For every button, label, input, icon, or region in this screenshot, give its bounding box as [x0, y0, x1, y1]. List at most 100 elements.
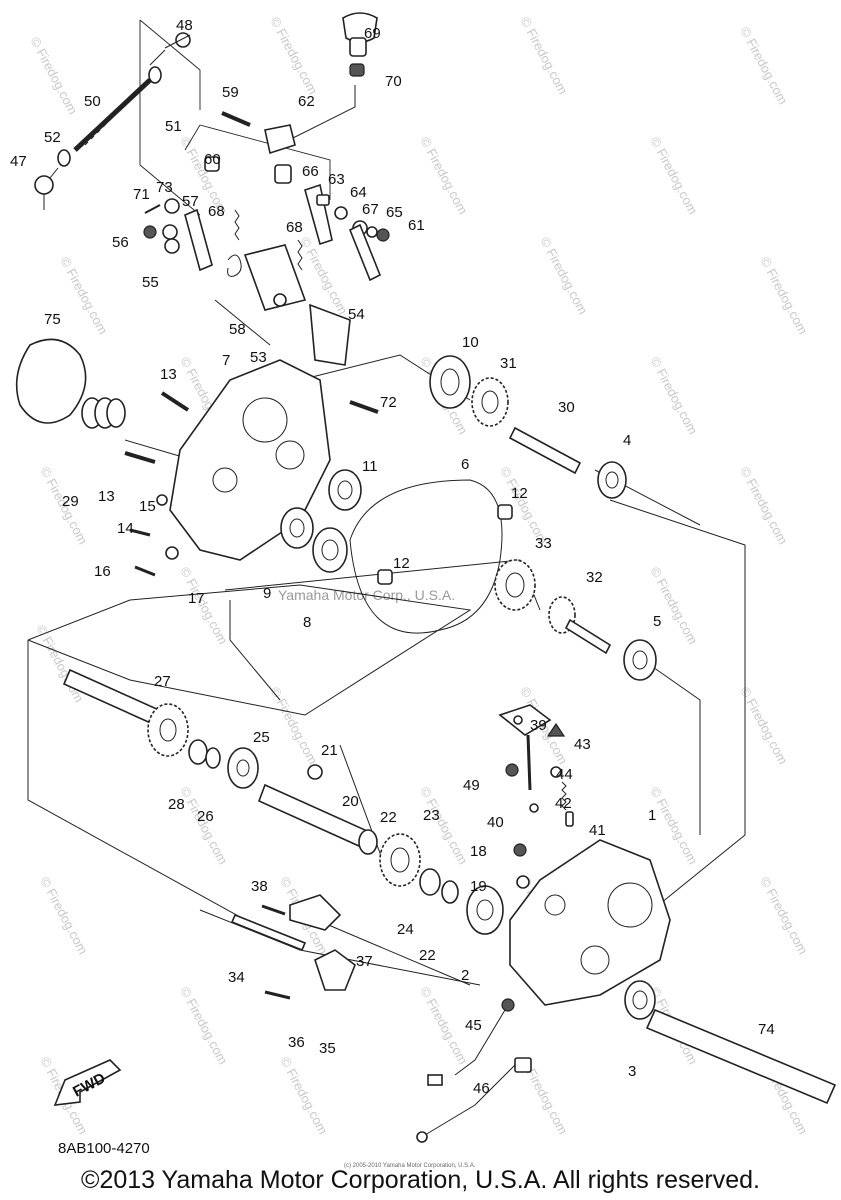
part-52-nut — [57, 149, 71, 167]
callout-31: 31 — [500, 355, 517, 372]
callout-59: 59 — [222, 84, 239, 101]
part-14-bolt — [129, 528, 151, 537]
part-45-sensor — [427, 998, 515, 1086]
callout-18: 18 — [470, 843, 487, 860]
callout-49: 49 — [463, 777, 480, 794]
callout-4: 4 — [623, 432, 631, 449]
part-17 — [165, 546, 179, 560]
part-34-shaft — [230, 913, 307, 952]
watermark-text: © Firedog.com — [417, 984, 470, 1066]
part-25-dog — [227, 747, 259, 789]
part-64-washer — [334, 206, 348, 220]
callout-29: 29 — [62, 493, 79, 510]
callout-48: 48 — [176, 17, 193, 34]
part-24 — [419, 868, 441, 896]
watermark-text: © Firedog.com — [27, 34, 80, 116]
part-6-gasket — [349, 479, 503, 634]
part-60-collar — [204, 156, 220, 172]
part-38-bolt — [261, 904, 286, 916]
callout-43: 43 — [574, 736, 591, 753]
watermark-text: © Firedog.com — [177, 784, 230, 866]
watermark-text: © Firedog.com — [737, 24, 790, 106]
callout-19: 19 — [470, 878, 487, 895]
part-21-clip — [307, 764, 323, 780]
part-13-bolt-a — [160, 391, 190, 412]
part-12-dowel-a — [497, 504, 513, 520]
part-11-bearing — [328, 469, 362, 511]
callout-30: 30 — [558, 399, 575, 416]
callout-74: 74 — [758, 1021, 775, 1038]
watermark-text: © Firedog.com — [57, 254, 110, 336]
part-69-shift-knob — [342, 12, 378, 57]
callout-53: 53 — [250, 349, 267, 366]
part-13-bolt-b — [124, 451, 156, 464]
part-23-gear — [379, 833, 421, 887]
callout-57: 57 — [182, 193, 199, 210]
part-12-dowel-b — [377, 569, 393, 585]
part-48-rod-end — [149, 32, 191, 66]
part-26 — [205, 747, 221, 769]
part-63 — [316, 194, 330, 206]
callout-14: 14 — [117, 520, 134, 537]
watermark-text: © Firedog.com — [277, 1054, 330, 1136]
callout-50: 50 — [84, 93, 101, 110]
part-68-spring-a — [234, 209, 240, 241]
callout-41: 41 — [589, 822, 606, 839]
callout-62: 62 — [298, 93, 315, 110]
callout-60: 60 — [204, 151, 221, 168]
guide-lines — [27, 19, 746, 986]
callout-47: 47 — [10, 153, 27, 170]
document-code: 8AB100-4270 — [58, 1140, 150, 1157]
callout-34: 34 — [228, 969, 245, 986]
callout-7: 7 — [222, 352, 230, 369]
callout-67: 67 — [362, 201, 379, 218]
callout-22: 22 — [380, 809, 397, 826]
callout-24: 24 — [397, 921, 414, 938]
callout-72: 72 — [380, 394, 397, 411]
part-4-bearing — [597, 461, 627, 499]
callout-9: 9 — [263, 585, 271, 602]
part-5-bearing — [623, 639, 657, 681]
callout-51: 51 — [165, 118, 182, 135]
part-bracket — [264, 124, 296, 155]
callout-16: 16 — [94, 563, 111, 580]
callout-54: 54 — [348, 306, 365, 323]
part-51-nut — [148, 66, 162, 84]
part-44 — [550, 766, 562, 778]
part-9-seal — [280, 507, 314, 549]
copyright-notice: ©2013 Yamaha Motor Corporation, U.S.A. A… — [81, 1166, 760, 1194]
callout-66: 66 — [302, 163, 319, 180]
watermark-text: © Firedog.com — [417, 134, 470, 216]
callout-65: 65 — [386, 204, 403, 221]
watermark-text: © Firedog.com — [757, 874, 810, 956]
callout-33: 33 — [535, 535, 552, 552]
callout-71: 71 — [133, 186, 150, 203]
part-68-spring-b — [297, 239, 303, 271]
part-35-fork — [314, 949, 356, 991]
part-72-bolt — [349, 400, 379, 414]
watermark-text: © Firedog.com — [417, 784, 470, 866]
callout-8: 8 — [303, 614, 311, 631]
watermark-text: © Firedog.com — [647, 134, 700, 216]
part-55a — [162, 224, 178, 240]
small-credit: (c) 2005-2010 Yamaha Motor Corporation, … — [344, 1163, 476, 1169]
callout-28: 28 — [168, 796, 185, 813]
part-8-bearing — [312, 527, 348, 573]
callout-12: 12 — [393, 555, 410, 572]
callout-13: 13 — [98, 488, 115, 505]
callout-38: 38 — [251, 878, 268, 895]
part-2-bearing — [466, 885, 504, 935]
watermark-text: © Firedog.com — [647, 564, 700, 646]
callout-11: 11 — [362, 458, 378, 475]
callout-12: 12 — [511, 485, 528, 502]
callout-58: 58 — [229, 321, 246, 338]
callout-36: 36 — [288, 1034, 305, 1051]
part-50-rod — [73, 78, 152, 152]
part-3-seal — [624, 980, 656, 1020]
callout-17: 17 — [188, 590, 205, 607]
callout-25: 25 — [253, 729, 270, 746]
watermark-text: © Firedog.com — [517, 14, 570, 96]
watermark-text: © Firedog.com — [267, 684, 320, 766]
part-71-pin — [144, 204, 161, 214]
